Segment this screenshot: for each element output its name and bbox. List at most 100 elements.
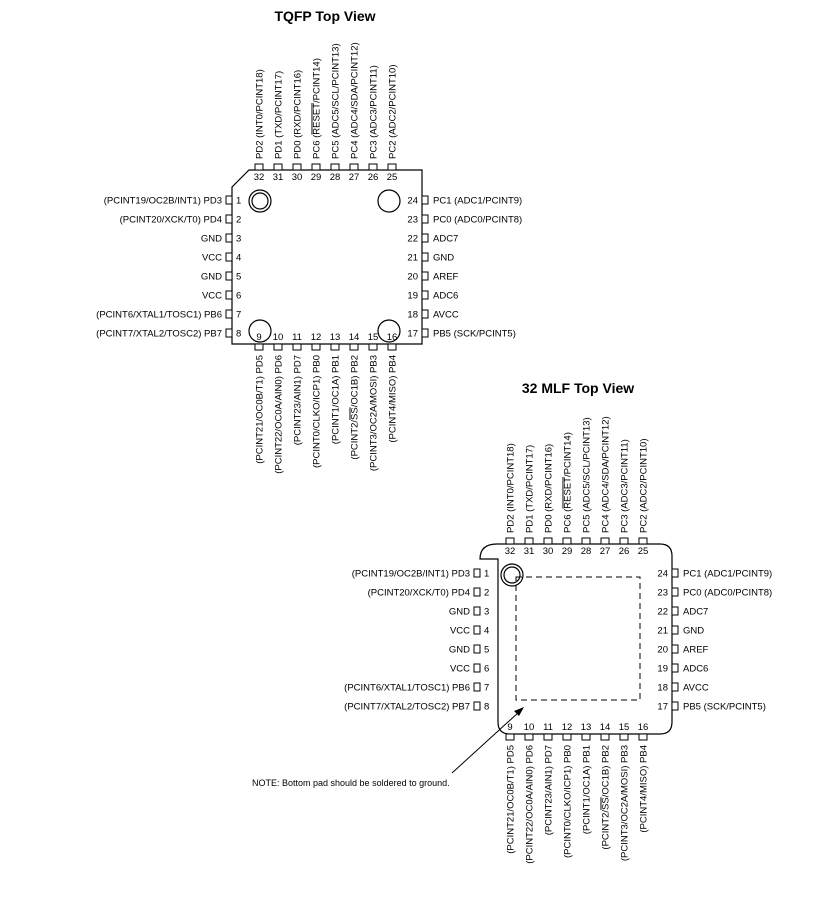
mlf-pin-pad-19 bbox=[671, 663, 679, 673]
mlf-pin-pad-7 bbox=[473, 682, 481, 692]
tqfp-pin-label: PD2 (INT0/PCINT18) bbox=[255, 69, 266, 159]
tqfp-pin-pad-28 bbox=[330, 163, 340, 171]
tqfp-pin-number: 19 bbox=[407, 291, 418, 302]
tqfp-pin-label: AREF bbox=[433, 272, 459, 283]
tqfp-pin-label: PD0 (RXD/PCINT16) bbox=[293, 70, 304, 159]
tqfp-pin-number: 8 bbox=[236, 329, 241, 340]
mlf-pin-number: 27 bbox=[600, 546, 611, 557]
mlf-pin-pad-26 bbox=[619, 537, 629, 545]
tqfp-corner-dot-tr bbox=[377, 189, 401, 213]
mlf-pin-label: (PCINT22/OC0A/AIN0) PD6 bbox=[525, 745, 536, 864]
mlf-pin-label: (PCINT23/AIN1) PD7 bbox=[544, 745, 555, 835]
tqfp-pins: 1(PCINT19/OC2B/INT1) PD32(PCINT20/XCK/T0… bbox=[96, 42, 522, 473]
mlf-body bbox=[479, 543, 673, 735]
tqfp-pin-label: PC6 (RESET/PCINT14) bbox=[312, 58, 323, 159]
tqfp-pin-pad-2 bbox=[225, 214, 233, 224]
mlf-pin-number: 24 bbox=[657, 569, 668, 580]
tqfp-pin-label: (PCINT4/MISO) PB4 bbox=[388, 355, 399, 443]
mlf-pin-label: (PCINT21/OC0B/T1) PD5 bbox=[506, 745, 517, 854]
tqfp-pin-pad-9 bbox=[254, 343, 264, 351]
mlf-pin-number: 2 bbox=[484, 588, 489, 599]
tqfp-pin-label: (PCINT20/XCK/T0) PD4 bbox=[120, 215, 222, 226]
mlf-pin-label: PB5 (SCK/PCINT5) bbox=[683, 702, 766, 713]
mlf-pin-pad-12 bbox=[562, 733, 572, 741]
mlf-pin-number: 7 bbox=[484, 683, 489, 694]
mlf-pin-pad-22 bbox=[671, 606, 679, 616]
mlf-pin-label: VCC bbox=[450, 626, 470, 637]
tqfp-pin-number: 9 bbox=[256, 332, 261, 343]
tqfp-pin-number: 30 bbox=[292, 172, 303, 183]
mlf-pin-pad-14 bbox=[600, 733, 610, 741]
tqfp-pin-pad-6 bbox=[225, 290, 233, 300]
tqfp-pin-pad-30 bbox=[292, 163, 302, 171]
mlf-pin-pad-9 bbox=[505, 733, 515, 741]
tqfp-pin-pad-26 bbox=[368, 163, 378, 171]
mlf-pin-number: 29 bbox=[562, 546, 573, 557]
tqfp-pin-number: 24 bbox=[407, 196, 418, 207]
tqfp-pin-pad-13 bbox=[330, 343, 340, 351]
mlf-pin-label: PD1 (TXD/PCINT17) bbox=[525, 445, 536, 533]
tqfp-pin-number: 32 bbox=[254, 172, 265, 183]
mlf-pin-label: (PCINT6/XTAL1/TOSC1) PB6 bbox=[344, 683, 470, 694]
tqfp-pin-number: 22 bbox=[407, 234, 418, 245]
tqfp-pin-pad-16 bbox=[387, 343, 397, 351]
mlf-pin-number: 14 bbox=[600, 722, 611, 733]
mlf-pin-number: 26 bbox=[619, 546, 630, 557]
tqfp-pin-label: ADC6 bbox=[433, 291, 458, 302]
tqfp-pin-label: PC5 (ADC5/SCL/PCINT13) bbox=[331, 43, 342, 159]
mlf-pin-pad-15 bbox=[619, 733, 629, 741]
mlf-pin-label: GND bbox=[683, 626, 704, 637]
mlf-pin-pad-1 bbox=[473, 568, 481, 578]
tqfp-pin-pad-27 bbox=[349, 163, 359, 171]
tqfp-pin-pad-18 bbox=[421, 309, 429, 319]
tqfp-pin-pad-24 bbox=[421, 195, 429, 205]
mlf-pin-pad-21 bbox=[671, 625, 679, 635]
mlf-pin-label: AREF bbox=[683, 645, 709, 656]
tqfp-pin-pad-8 bbox=[225, 328, 233, 338]
mlf-pin-number: 10 bbox=[524, 722, 535, 733]
tqfp-pin-pad-19 bbox=[421, 290, 429, 300]
mlf-pin-pad-16 bbox=[638, 733, 648, 741]
tqfp-pin-number: 27 bbox=[349, 172, 360, 183]
note-arrow bbox=[451, 707, 524, 774]
tqfp-pin-label: PC0 (ADC0/PCINT8) bbox=[433, 215, 522, 226]
tqfp-pin-label: (PCINT7/XTAL2/TOSC2) PB7 bbox=[96, 329, 222, 340]
mlf-pin-label: GND bbox=[449, 645, 470, 656]
tqfp-pin-label: GND bbox=[201, 234, 222, 245]
tqfp-pin-label: (PCINT22/OC0A/AIN0) PD6 bbox=[274, 355, 285, 474]
tqfp-pin-number: 6 bbox=[236, 291, 241, 302]
tqfp-pin-label: PC3 (ADC3/PCINT11) bbox=[369, 65, 380, 159]
tqfp-pin-number: 18 bbox=[407, 310, 418, 321]
mlf-pin-label: (PCINT0/CLKO/ICP1) PB0 bbox=[563, 745, 574, 858]
mlf-pin-number: 11 bbox=[543, 722, 553, 733]
tqfp-pin-number: 4 bbox=[236, 253, 241, 264]
tqfp-corner-dot-bl bbox=[248, 319, 272, 343]
tqfp-pin-label: AVCC bbox=[433, 310, 459, 321]
mlf-pin-number: 13 bbox=[581, 722, 592, 733]
mlf-pin-number: 5 bbox=[484, 645, 489, 656]
mlf-pin-pad-3 bbox=[473, 606, 481, 616]
tqfp-pin-pad-25 bbox=[387, 163, 397, 171]
mlf-pin-pad-27 bbox=[600, 537, 610, 545]
mlf-pin-pad-4 bbox=[473, 625, 481, 635]
mlf-pin-label: PC6 (RESET/PCINT14) bbox=[563, 432, 574, 533]
tqfp-pin-number: 26 bbox=[368, 172, 379, 183]
tqfp-pin-number: 25 bbox=[387, 172, 398, 183]
tqfp-pin-pad-17 bbox=[421, 328, 429, 338]
mlf-pin-label: (PCINT4/MISO) PB4 bbox=[639, 745, 650, 833]
tqfp-pin-pad-22 bbox=[421, 233, 429, 243]
tqfp-pin-pad-20 bbox=[421, 271, 429, 281]
mlf-pin-pad-5 bbox=[473, 644, 481, 654]
tqfp-pin-pad-21 bbox=[421, 252, 429, 262]
mlf-pin-number: 23 bbox=[657, 588, 668, 599]
tqfp-pin-label: ADC7 bbox=[433, 234, 458, 245]
mlf-bottom-pad-outline bbox=[515, 576, 641, 701]
tqfp-pin-label: (PCINT23/AIN1) PD7 bbox=[293, 355, 304, 445]
tqfp-pin-number: 15 bbox=[368, 332, 379, 343]
tqfp-pin-label: VCC bbox=[202, 291, 222, 302]
mlf-pin-number: 30 bbox=[543, 546, 554, 557]
mlf-pin-number: 17 bbox=[657, 702, 668, 713]
mlf-pin-label: (PCINT19/OC2B/INT1) PD3 bbox=[352, 569, 470, 580]
mlf-pin-label: ADC6 bbox=[683, 664, 708, 675]
mlf-pin-pad-2 bbox=[473, 587, 481, 597]
